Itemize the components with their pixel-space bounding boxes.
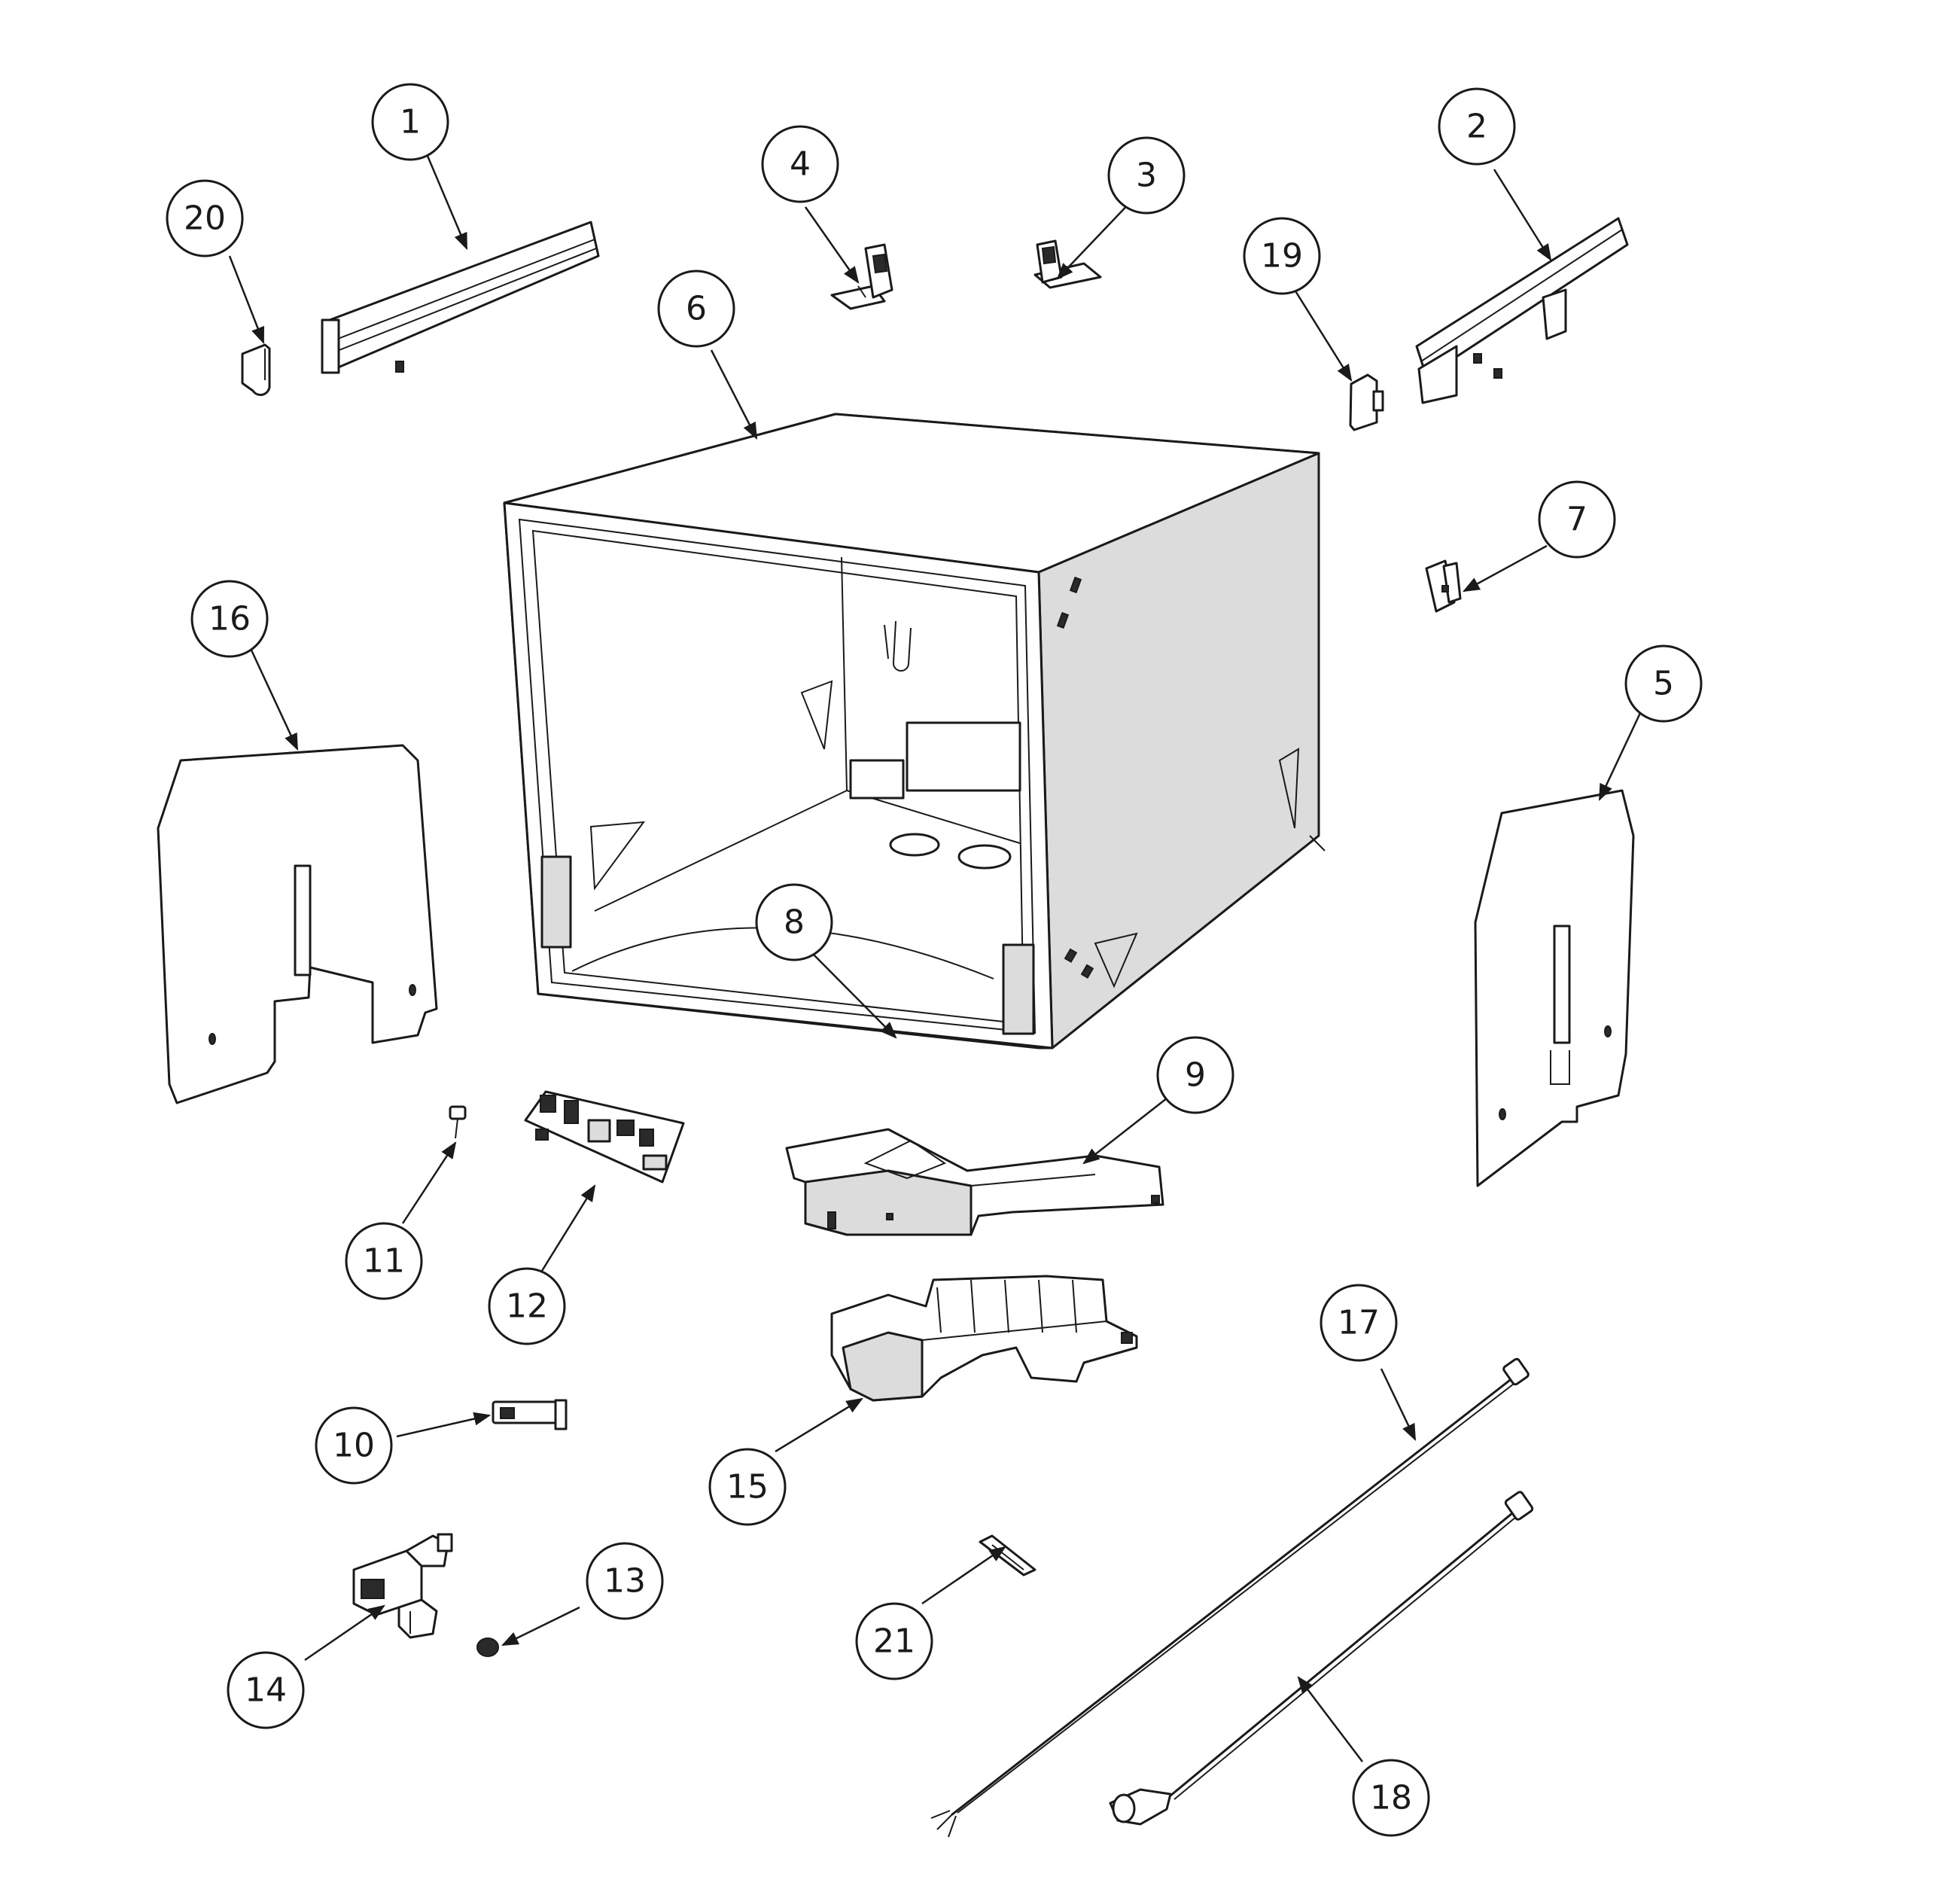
callout-19: 19 [1243,217,1321,295]
callout-1: 1 [371,83,449,161]
side-panel-right [1474,789,1635,1187]
callout-12: 12 [488,1267,566,1345]
callout-5-label: 5 [1653,665,1674,703]
callout-13: 13 [586,1542,664,1620]
callout-2: 2 [1438,87,1516,166]
clip-left [241,343,271,396]
callout-10: 10 [315,1406,393,1485]
top-rail-left [321,221,600,374]
callout-1-label: 1 [400,103,421,142]
callout-9-label: 9 [1185,1056,1206,1095]
callout-18-label: 18 [1370,1779,1412,1817]
callout-12-label: 12 [506,1287,548,1326]
callout-17-label: 17 [1338,1304,1380,1342]
control-board [524,1090,685,1184]
callout-14: 14 [227,1651,305,1729]
cable-long [930,1357,1530,1838]
callout-19-label: 19 [1261,237,1303,276]
hinge-bracket-4 [830,243,893,310]
sump-cover [785,1128,1164,1236]
callout-11-label: 11 [363,1242,405,1281]
callout-21-label: 21 [873,1622,915,1661]
callout-8-label: 8 [784,903,805,942]
clip-right [1349,373,1384,431]
callout-21: 21 [855,1602,933,1680]
callout-4: 4 [761,125,839,203]
callout-4-label: 4 [790,145,811,184]
callout-20-label: 20 [184,200,226,238]
side-panel-left [157,744,438,1104]
callout-15-label: 15 [726,1468,769,1506]
callout-7-label: 7 [1566,501,1587,539]
base-tray [830,1275,1138,1402]
nut [476,1637,499,1657]
callout-15: 15 [708,1448,787,1526]
callout-11: 11 [345,1222,423,1300]
leader-lines [228,150,1642,1762]
small-bracket [1425,559,1462,613]
callout-3: 3 [1107,136,1186,215]
callout-17: 17 [1320,1284,1398,1362]
callout-13-label: 13 [604,1562,646,1601]
callout-10-label: 10 [333,1427,375,1465]
callout-20: 20 [166,179,244,257]
callout-5: 5 [1624,644,1703,723]
strip [979,1534,1036,1577]
callout-2-label: 2 [1466,108,1487,146]
callout-14-label: 14 [245,1671,287,1710]
screw [449,1105,467,1139]
tub-cabinet [503,413,1326,1049]
float-switch [492,1399,568,1430]
callout-16: 16 [190,580,269,658]
hinge-bracket-3 [1033,239,1102,289]
top-rail-right [1415,217,1629,404]
inlet-valve [352,1533,453,1639]
callout-18: 18 [1352,1759,1430,1837]
callout-8: 8 [755,883,833,961]
callout-6: 6 [657,270,735,348]
callout-6-label: 6 [686,290,707,328]
callout-16-label: 16 [209,600,251,638]
cable-harness [1109,1491,1534,1826]
callout-3-label: 3 [1136,157,1157,195]
callout-9: 9 [1156,1036,1234,1114]
callout-7: 7 [1538,480,1616,559]
